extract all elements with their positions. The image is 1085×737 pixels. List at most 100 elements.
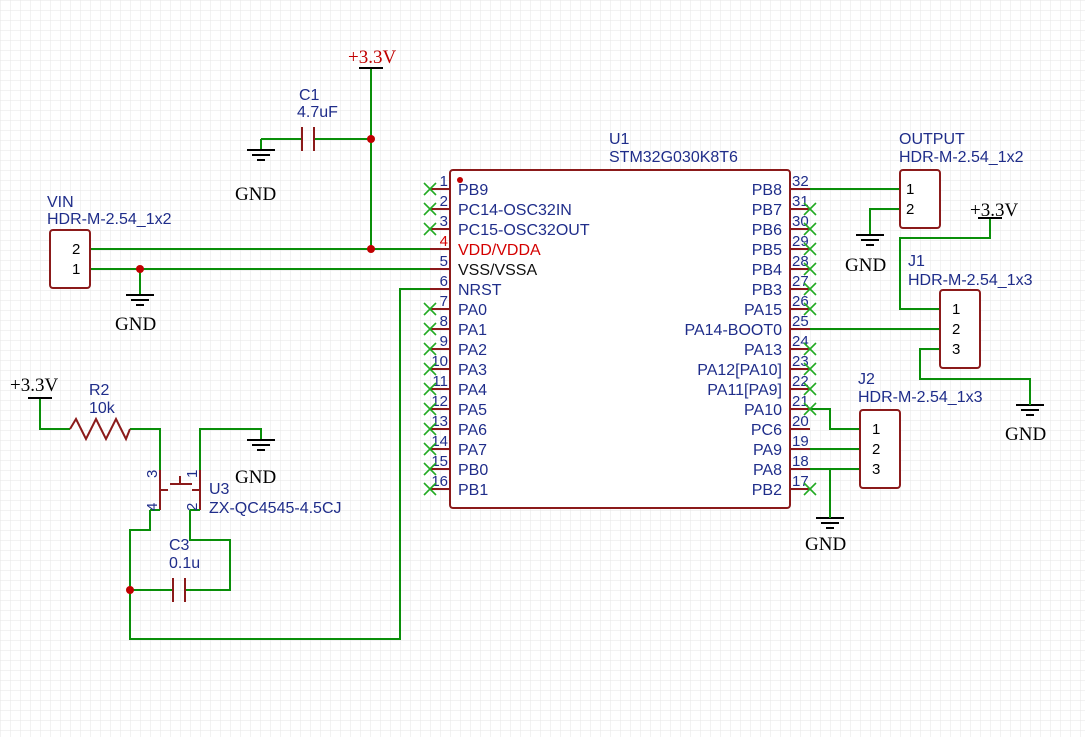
- no-connect-marker: [803, 482, 817, 496]
- connector-output[interactable]: OUTPUT HDR-M-2.54_1x2 1 2: [899, 131, 1024, 229]
- j2-pin: 1: [872, 421, 880, 438]
- vcc-symbol-r2[interactable]: +3.3V: [10, 375, 58, 399]
- pin-name: PA12[PA10]: [697, 362, 782, 379]
- u3-pin: 1: [184, 470, 201, 478]
- pin-number: 9: [440, 333, 448, 350]
- vcc-label: +3.3V: [348, 47, 396, 68]
- no-connect-marker: [423, 462, 437, 476]
- pin-name: PA2: [458, 342, 487, 359]
- vcc-symbol-top[interactable]: +3.3V: [348, 47, 396, 69]
- vcc-symbol-j1[interactable]: +3.3V: [970, 200, 1018, 221]
- pin-name: PC14-OSC32IN: [458, 202, 572, 219]
- output-pin: 2: [906, 201, 914, 218]
- pin-number: 4: [440, 233, 448, 250]
- pin1-marker: [457, 177, 463, 183]
- no-connect-marker: [423, 322, 437, 336]
- no-connect-marker: [423, 302, 437, 316]
- pin-name: PA3: [458, 362, 487, 379]
- pin-number: 26: [792, 293, 809, 310]
- no-connect-marker: [423, 182, 437, 196]
- connector-j2[interactable]: J2 HDR-M-2.54_1x3 1 2 3: [858, 371, 983, 489]
- pin-number: 13: [431, 413, 448, 430]
- pin-name: PC15-OSC32OUT: [458, 222, 590, 239]
- mcu-u1[interactable]: U1 STM32G030K8T6 1PB92PC14-OSC32IN3PC15-…: [423, 131, 817, 509]
- pin-number: 27: [792, 273, 809, 290]
- pin-name: PB0: [458, 462, 488, 479]
- u3-ref: U3: [209, 481, 230, 498]
- switch-u3[interactable]: 3 1 4 2 U3 ZX-QC4545-4.5CJ: [144, 470, 342, 517]
- junction-dot: [367, 245, 375, 253]
- pin-name: PB2: [752, 482, 782, 499]
- output-value: HDR-M-2.54_1x2: [899, 149, 1024, 166]
- pin-name: VDD/VDDA: [458, 242, 541, 259]
- c1-ref: C1: [299, 87, 320, 104]
- gnd-symbol-u3[interactable]: GND: [235, 439, 276, 488]
- pin-name: PA6: [458, 422, 487, 439]
- capacitor-c1[interactable]: C1 4.7uF: [297, 87, 338, 151]
- pin-name: PB5: [752, 242, 782, 259]
- no-connect-marker: [423, 222, 437, 236]
- resistor-r2[interactable]: R2 10k: [69, 382, 131, 442]
- pin-name: PB8: [752, 182, 782, 199]
- pin-name: PB9: [458, 182, 488, 199]
- pin-number: 12: [431, 393, 448, 410]
- wires: [39, 68, 1031, 640]
- pin-number: 17: [792, 473, 809, 490]
- vcc-label: +3.3V: [970, 200, 1018, 221]
- gnd-label: GND: [235, 184, 276, 205]
- no-connect-marker: [423, 362, 437, 376]
- connector-vin[interactable]: VIN HDR-M-2.54_1x2 2 1: [47, 194, 172, 289]
- c1-value: 4.7uF: [297, 104, 338, 121]
- pin-number: 8: [440, 313, 448, 330]
- gnd-symbol-vin[interactable]: GND: [115, 294, 156, 335]
- gnd-symbol-output[interactable]: GND: [845, 234, 886, 276]
- junction-dot: [136, 265, 144, 273]
- connector-j1[interactable]: J1 HDR-M-2.54_1x3 1 2 3: [908, 253, 1033, 369]
- gnd-symbol-j2[interactable]: GND: [805, 508, 846, 555]
- gnd-symbol-c1[interactable]: GND: [235, 149, 276, 205]
- pin-number: 24: [792, 333, 809, 350]
- u1-ref: U1: [609, 131, 630, 148]
- j1-pin: 2: [952, 321, 960, 338]
- capacitor-c3[interactable]: C3 0.1u: [169, 537, 200, 602]
- c3-ref: C3: [169, 537, 190, 554]
- gnd-symbol-j1[interactable]: GND: [1005, 395, 1046, 445]
- u3-pin: 3: [144, 470, 161, 478]
- gnd-label: GND: [115, 314, 156, 335]
- no-connect-marker: [803, 362, 817, 376]
- no-connect-marker: [423, 422, 437, 436]
